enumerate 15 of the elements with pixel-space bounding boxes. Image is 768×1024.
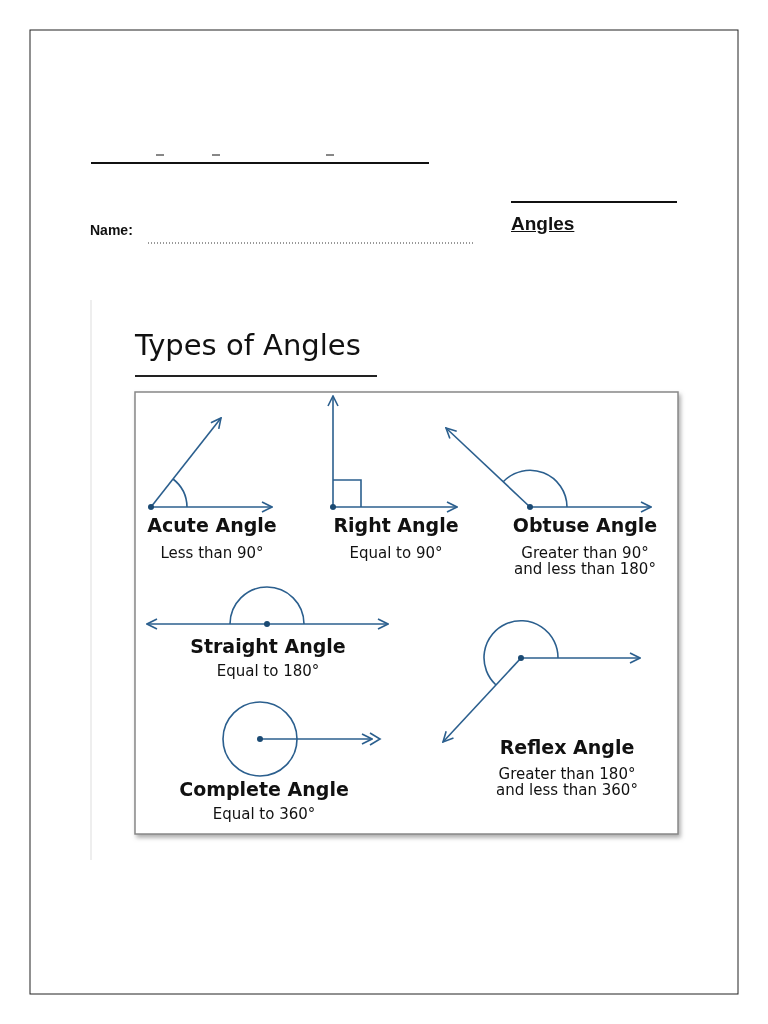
- angle-name: Right Angle: [333, 516, 459, 536]
- angle-description: Greater than 90° and less than 180°: [513, 546, 657, 578]
- angle-name: Complete Angle: [179, 780, 349, 800]
- angle-description: Equal to 360°: [212, 807, 316, 823]
- angle-description: Equal to 180°: [216, 664, 320, 680]
- angle-name: Obtuse Angle: [512, 516, 658, 536]
- angle-description: Equal to 90°: [349, 546, 443, 562]
- figure-title: Types of Angles: [135, 330, 361, 361]
- field-label: Name:: [90, 223, 133, 238]
- angle-name: Acute Angle: [147, 516, 277, 536]
- angle-description: Less than 90°: [160, 546, 264, 562]
- angle-name: Straight Angle: [190, 637, 346, 657]
- angle-name: Reflex Angle: [499, 738, 635, 758]
- page-heading: Angles: [511, 214, 575, 234]
- angle-description: Greater than 180° and less than 360°: [495, 767, 639, 799]
